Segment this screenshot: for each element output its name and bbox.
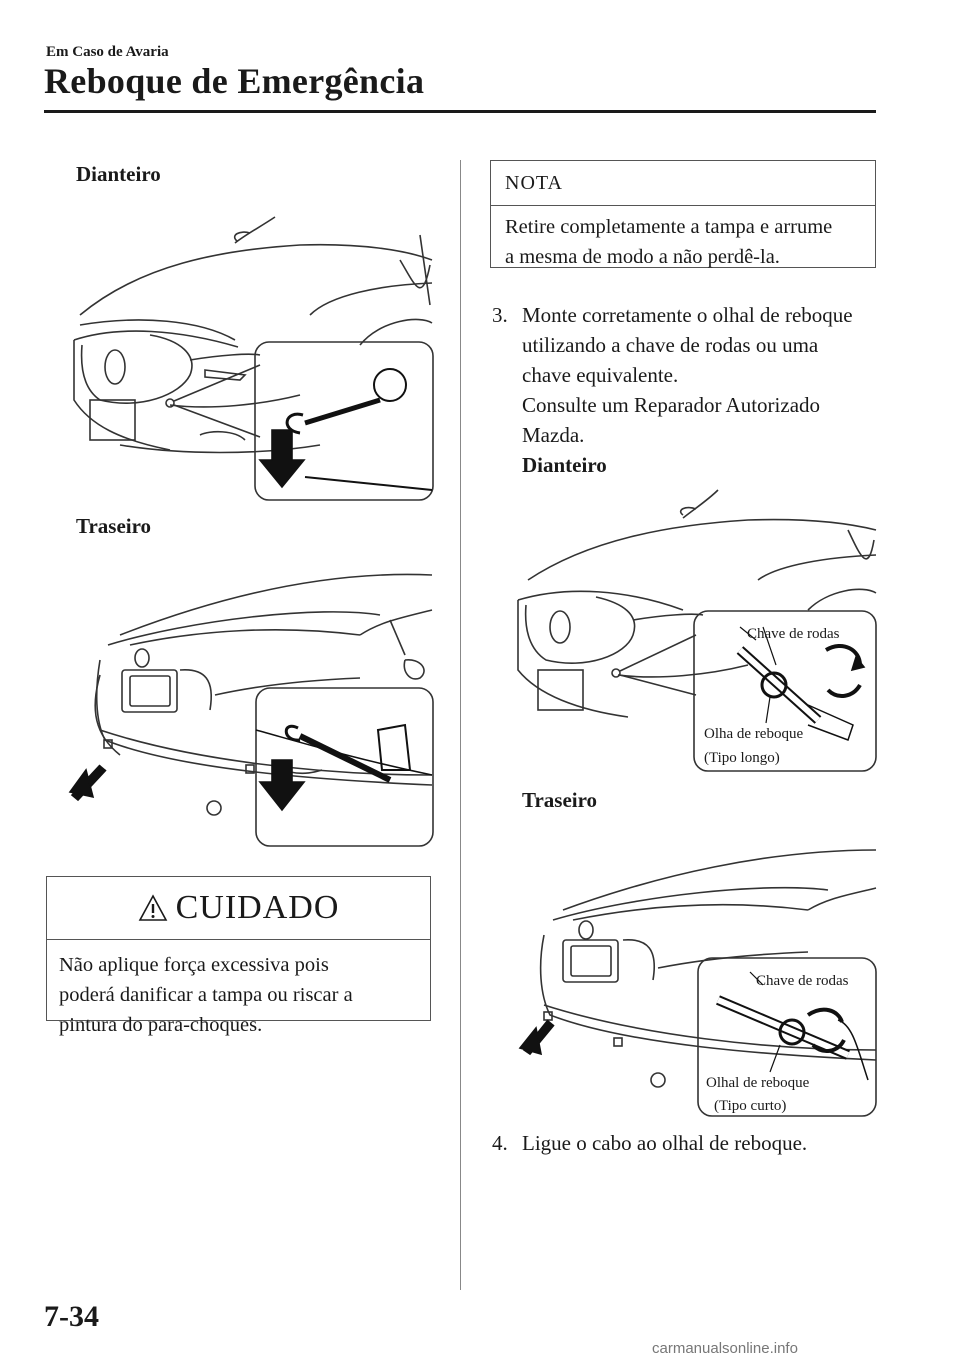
caution-line: pintura do para-choques. [59, 1014, 263, 1036]
note-title: NOTA [491, 161, 875, 206]
front-car-illustration [73, 216, 434, 501]
caution-line: poderá danificar a tampa ou riscar a [59, 984, 353, 1006]
section-label: Em Caso de Avaria [46, 44, 169, 60]
step-number: 3. [492, 303, 508, 327]
rear-car-illustration [68, 573, 434, 847]
rear-label: Traseiro [522, 788, 598, 812]
step-4: 4. Ligue o cabo ao olhal de reboque. [492, 1128, 807, 1158]
caution-box: CUIDADO Não aplique força excessiva pois… [46, 876, 431, 1036]
front-label: Dianteiro [76, 162, 161, 186]
front-label: Dianteiro [522, 453, 607, 477]
caution-text: Não aplique força excessiva pois poderá … [47, 940, 430, 1040]
step-text: Monte corretamente o olhal de reboque [522, 303, 853, 327]
caution-header: CUIDADO [47, 877, 430, 940]
page-number: 7-34 [44, 1300, 99, 1333]
note-line: Retire completamente a tampa e arrume [505, 216, 833, 238]
front-cover-removal-figure [60, 205, 440, 505]
step-text: Consulte um Reparador Autorizado [522, 393, 821, 417]
step-text: Mazda. [522, 423, 585, 447]
note-line: a mesma de modo a não perdê-la. [505, 246, 780, 268]
rear-label: Traseiro [76, 514, 152, 538]
page-title: Reboque de Emergência [44, 61, 425, 101]
note-box: NOTA Retire completamente a tampa e arru… [490, 160, 876, 268]
rear-cover-removal-figure [60, 560, 440, 852]
column-divider [460, 160, 461, 1290]
callout-tow-eye: Olha de reboque [704, 726, 803, 742]
callout-wrench: Chave de rodas [747, 626, 840, 642]
rear-tow-eye-install-figure: Chave de rodas Olhal de reboque (Tipo cu… [508, 840, 878, 1120]
title-rule [44, 110, 876, 113]
callout-tow-eye-type: (Tipo curto) [714, 1098, 786, 1114]
front-tow-eye-install-figure: Chave de rodas Olha de reboque (Tipo lon… [508, 485, 878, 775]
caution-line: Não aplique força excessiva pois [59, 954, 329, 976]
step-3: 3.Monte corretamente o olhal de reboque … [492, 300, 853, 480]
callout-wrench: Chave de rodas [756, 973, 849, 989]
watermark: carmanualsonline.info [652, 1340, 798, 1357]
note-text: Retire completamente a tampa e arrume a … [491, 206, 875, 278]
rear-car-wrench-illustration: Chave de rodas Olhal de reboque (Tipo cu… [518, 849, 877, 1117]
caution-title: CUIDADO [175, 889, 340, 926]
step-number: 4. [492, 1131, 508, 1155]
callout-tow-eye: Olhal de reboque [706, 1075, 810, 1091]
warning-triangle-icon [138, 894, 167, 921]
callout-tow-eye-type: (Tipo longo) [704, 750, 780, 766]
step-text: Ligue o cabo ao olhal de reboque. [522, 1131, 808, 1155]
step-text: utilizando a chave de rodas ou uma [522, 333, 819, 357]
front-car-wrench-illustration: Chave de rodas Olha de reboque (Tipo lon… [517, 489, 877, 772]
step-text: chave equivalente. [522, 363, 679, 387]
